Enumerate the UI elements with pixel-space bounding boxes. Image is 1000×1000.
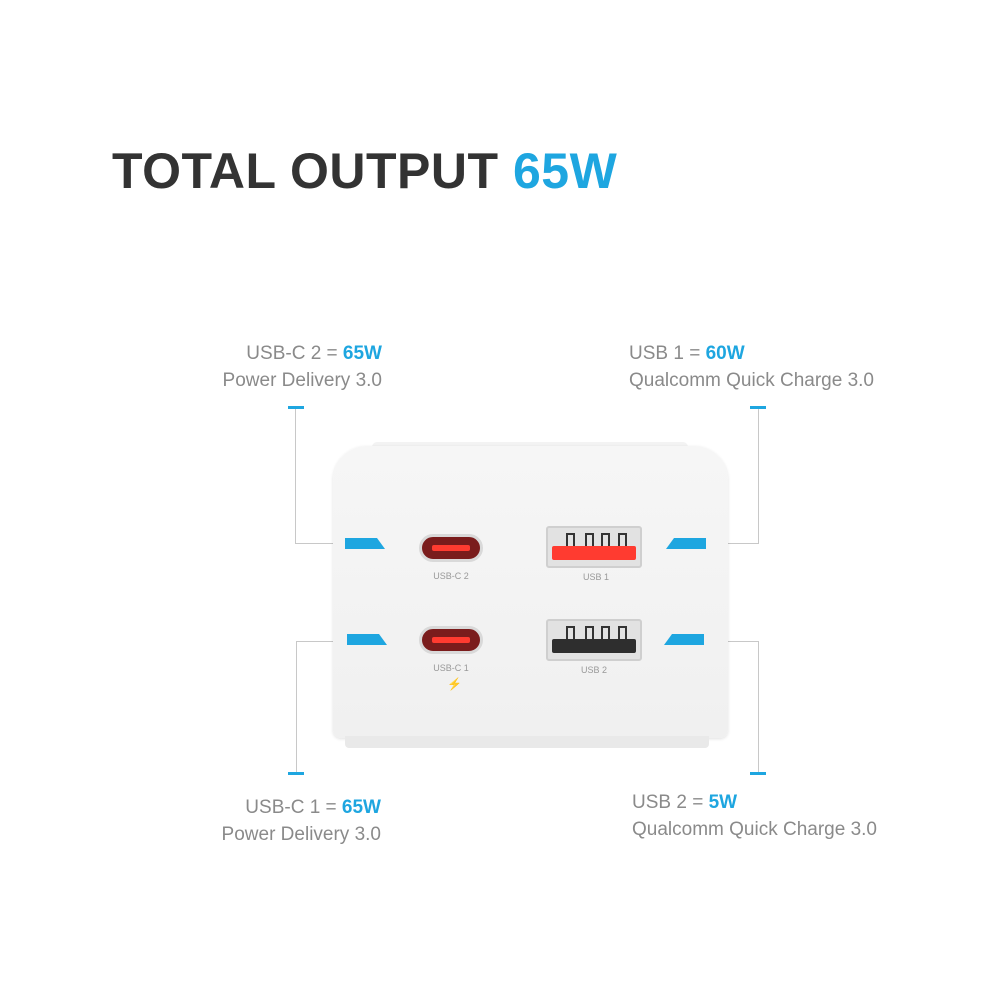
callout-line <box>758 641 759 773</box>
callout-dash <box>288 772 304 775</box>
title-value: 65W <box>512 143 618 199</box>
callout-marker <box>345 538 385 549</box>
port-label: USB 1 <box>582 572 609 582</box>
callout-dash <box>750 406 766 409</box>
page-title: TOTAL OUTPUT 65W <box>112 142 617 200</box>
lightning-icon: ⚡ <box>447 677 462 691</box>
port-label: USB-C 2 <box>433 571 469 581</box>
callout-line <box>705 641 759 642</box>
callout-line <box>296 641 346 642</box>
charger-body <box>333 446 728 738</box>
port-label: USB-C 1 <box>433 663 469 673</box>
usb-1-port <box>546 526 642 568</box>
charger-base <box>345 736 709 748</box>
callout-dash <box>288 406 304 409</box>
callout-line <box>295 543 347 544</box>
callout-line <box>295 409 296 543</box>
callout-line <box>705 543 759 544</box>
usb-c-1-port <box>419 626 483 654</box>
port-label: USB 2 <box>580 665 607 675</box>
callout-line <box>296 641 297 773</box>
callout-marker <box>664 634 704 645</box>
callout-marker <box>347 634 387 645</box>
usb-c-2-port <box>419 534 483 562</box>
callout-marker <box>666 538 706 549</box>
callout-line <box>758 409 759 543</box>
callout-dash <box>750 772 766 775</box>
title-prefix: TOTAL OUTPUT <box>112 143 499 199</box>
usb-2-port <box>546 619 642 661</box>
